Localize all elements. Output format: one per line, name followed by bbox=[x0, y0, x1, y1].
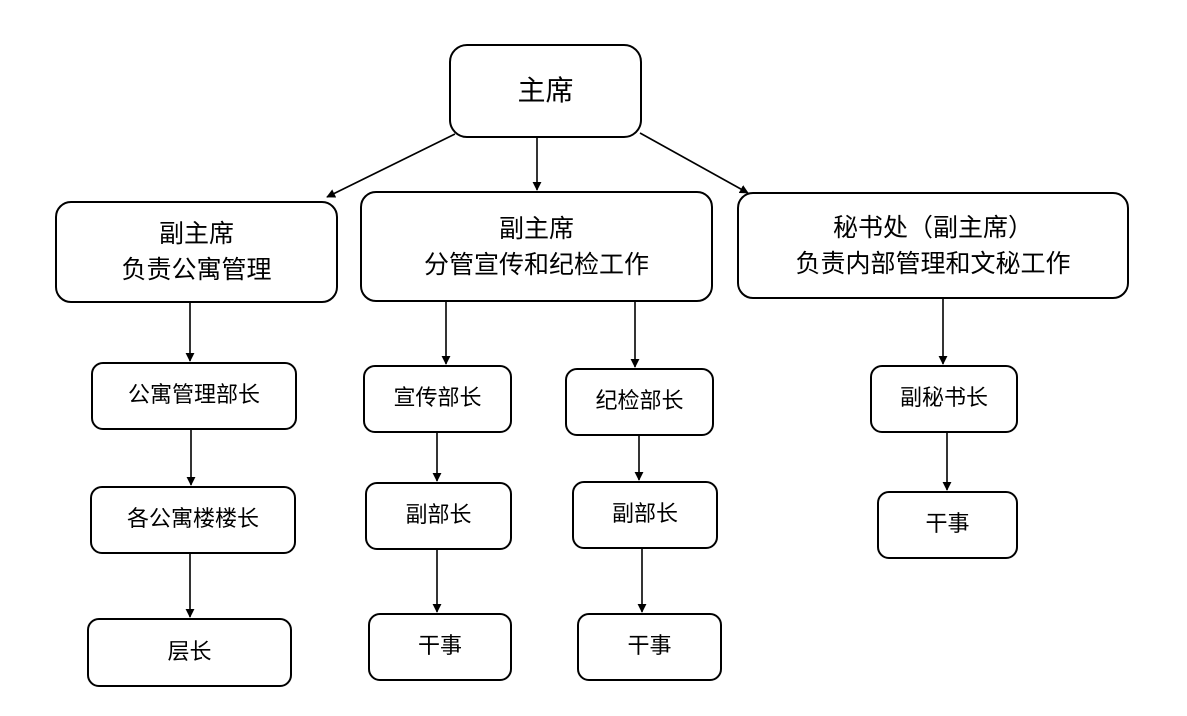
node-floor-head-label: 层长 bbox=[167, 639, 212, 665]
node-discipline-minister: 纪检部长 bbox=[565, 368, 714, 436]
node-floor-head: 层长 bbox=[87, 618, 292, 687]
node-discipline-deputy: 副部长 bbox=[572, 481, 718, 549]
node-publicity-deputy-label: 副部长 bbox=[405, 503, 472, 528]
arrow-chairman-to-secretariat bbox=[639, 132, 749, 194]
node-publicity-staff: 干事 bbox=[368, 613, 512, 681]
node-chairman-label: 主席 bbox=[517, 74, 574, 107]
node-apartment-minister: 公寓管理部长 bbox=[91, 362, 297, 430]
node-discipline-deputy-label: 副部长 bbox=[611, 502, 678, 527]
node-apartment-minister-label: 公寓管理部长 bbox=[127, 383, 260, 408]
node-discipline-staff: 干事 bbox=[577, 613, 722, 681]
node-publicity-staff-label: 干事 bbox=[417, 634, 462, 659]
node-secretary-staff: 干事 bbox=[877, 491, 1018, 559]
node-building-heads: 各公寓楼楼长 bbox=[90, 486, 296, 554]
node-secretariat-line-1: 秘书处（副主席） bbox=[832, 212, 1033, 242]
node-vp-publicity-line-1: 副主席 bbox=[498, 213, 574, 243]
node-vp-apartment: 副主席 负责公寓管理 bbox=[55, 201, 338, 303]
node-discipline-staff-label: 干事 bbox=[627, 634, 672, 659]
node-vp-publicity-line-2: 分管宣传和纪检工作 bbox=[423, 249, 649, 279]
arrow-chairman-to-vp-apartment bbox=[326, 133, 456, 198]
node-vp-apartment-line-1: 副主席 bbox=[158, 219, 234, 248]
node-building-heads-label: 各公寓楼楼长 bbox=[126, 507, 259, 532]
node-deputy-secretary: 副秘书长 bbox=[870, 365, 1018, 433]
node-publicity-minister-label: 宣传部长 bbox=[393, 386, 482, 411]
node-vp-publicity: 副主席 分管宣传和纪检工作 bbox=[360, 191, 713, 302]
node-publicity-minister: 宣传部长 bbox=[363, 365, 512, 433]
node-publicity-deputy: 副部长 bbox=[365, 482, 512, 550]
node-vp-apartment-line-2: 负责公寓管理 bbox=[121, 255, 272, 284]
node-discipline-minister-label: 纪检部长 bbox=[595, 389, 684, 414]
node-secretary-staff-label: 干事 bbox=[925, 512, 970, 537]
node-secretariat: 秘书处（副主席） 负责内部管理和文秘工作 bbox=[737, 192, 1129, 299]
node-chairman: 主席 bbox=[449, 44, 642, 138]
node-deputy-secretary-label: 副秘书长 bbox=[899, 386, 988, 411]
node-secretariat-line-2: 负责内部管理和文秘工作 bbox=[795, 248, 1071, 278]
